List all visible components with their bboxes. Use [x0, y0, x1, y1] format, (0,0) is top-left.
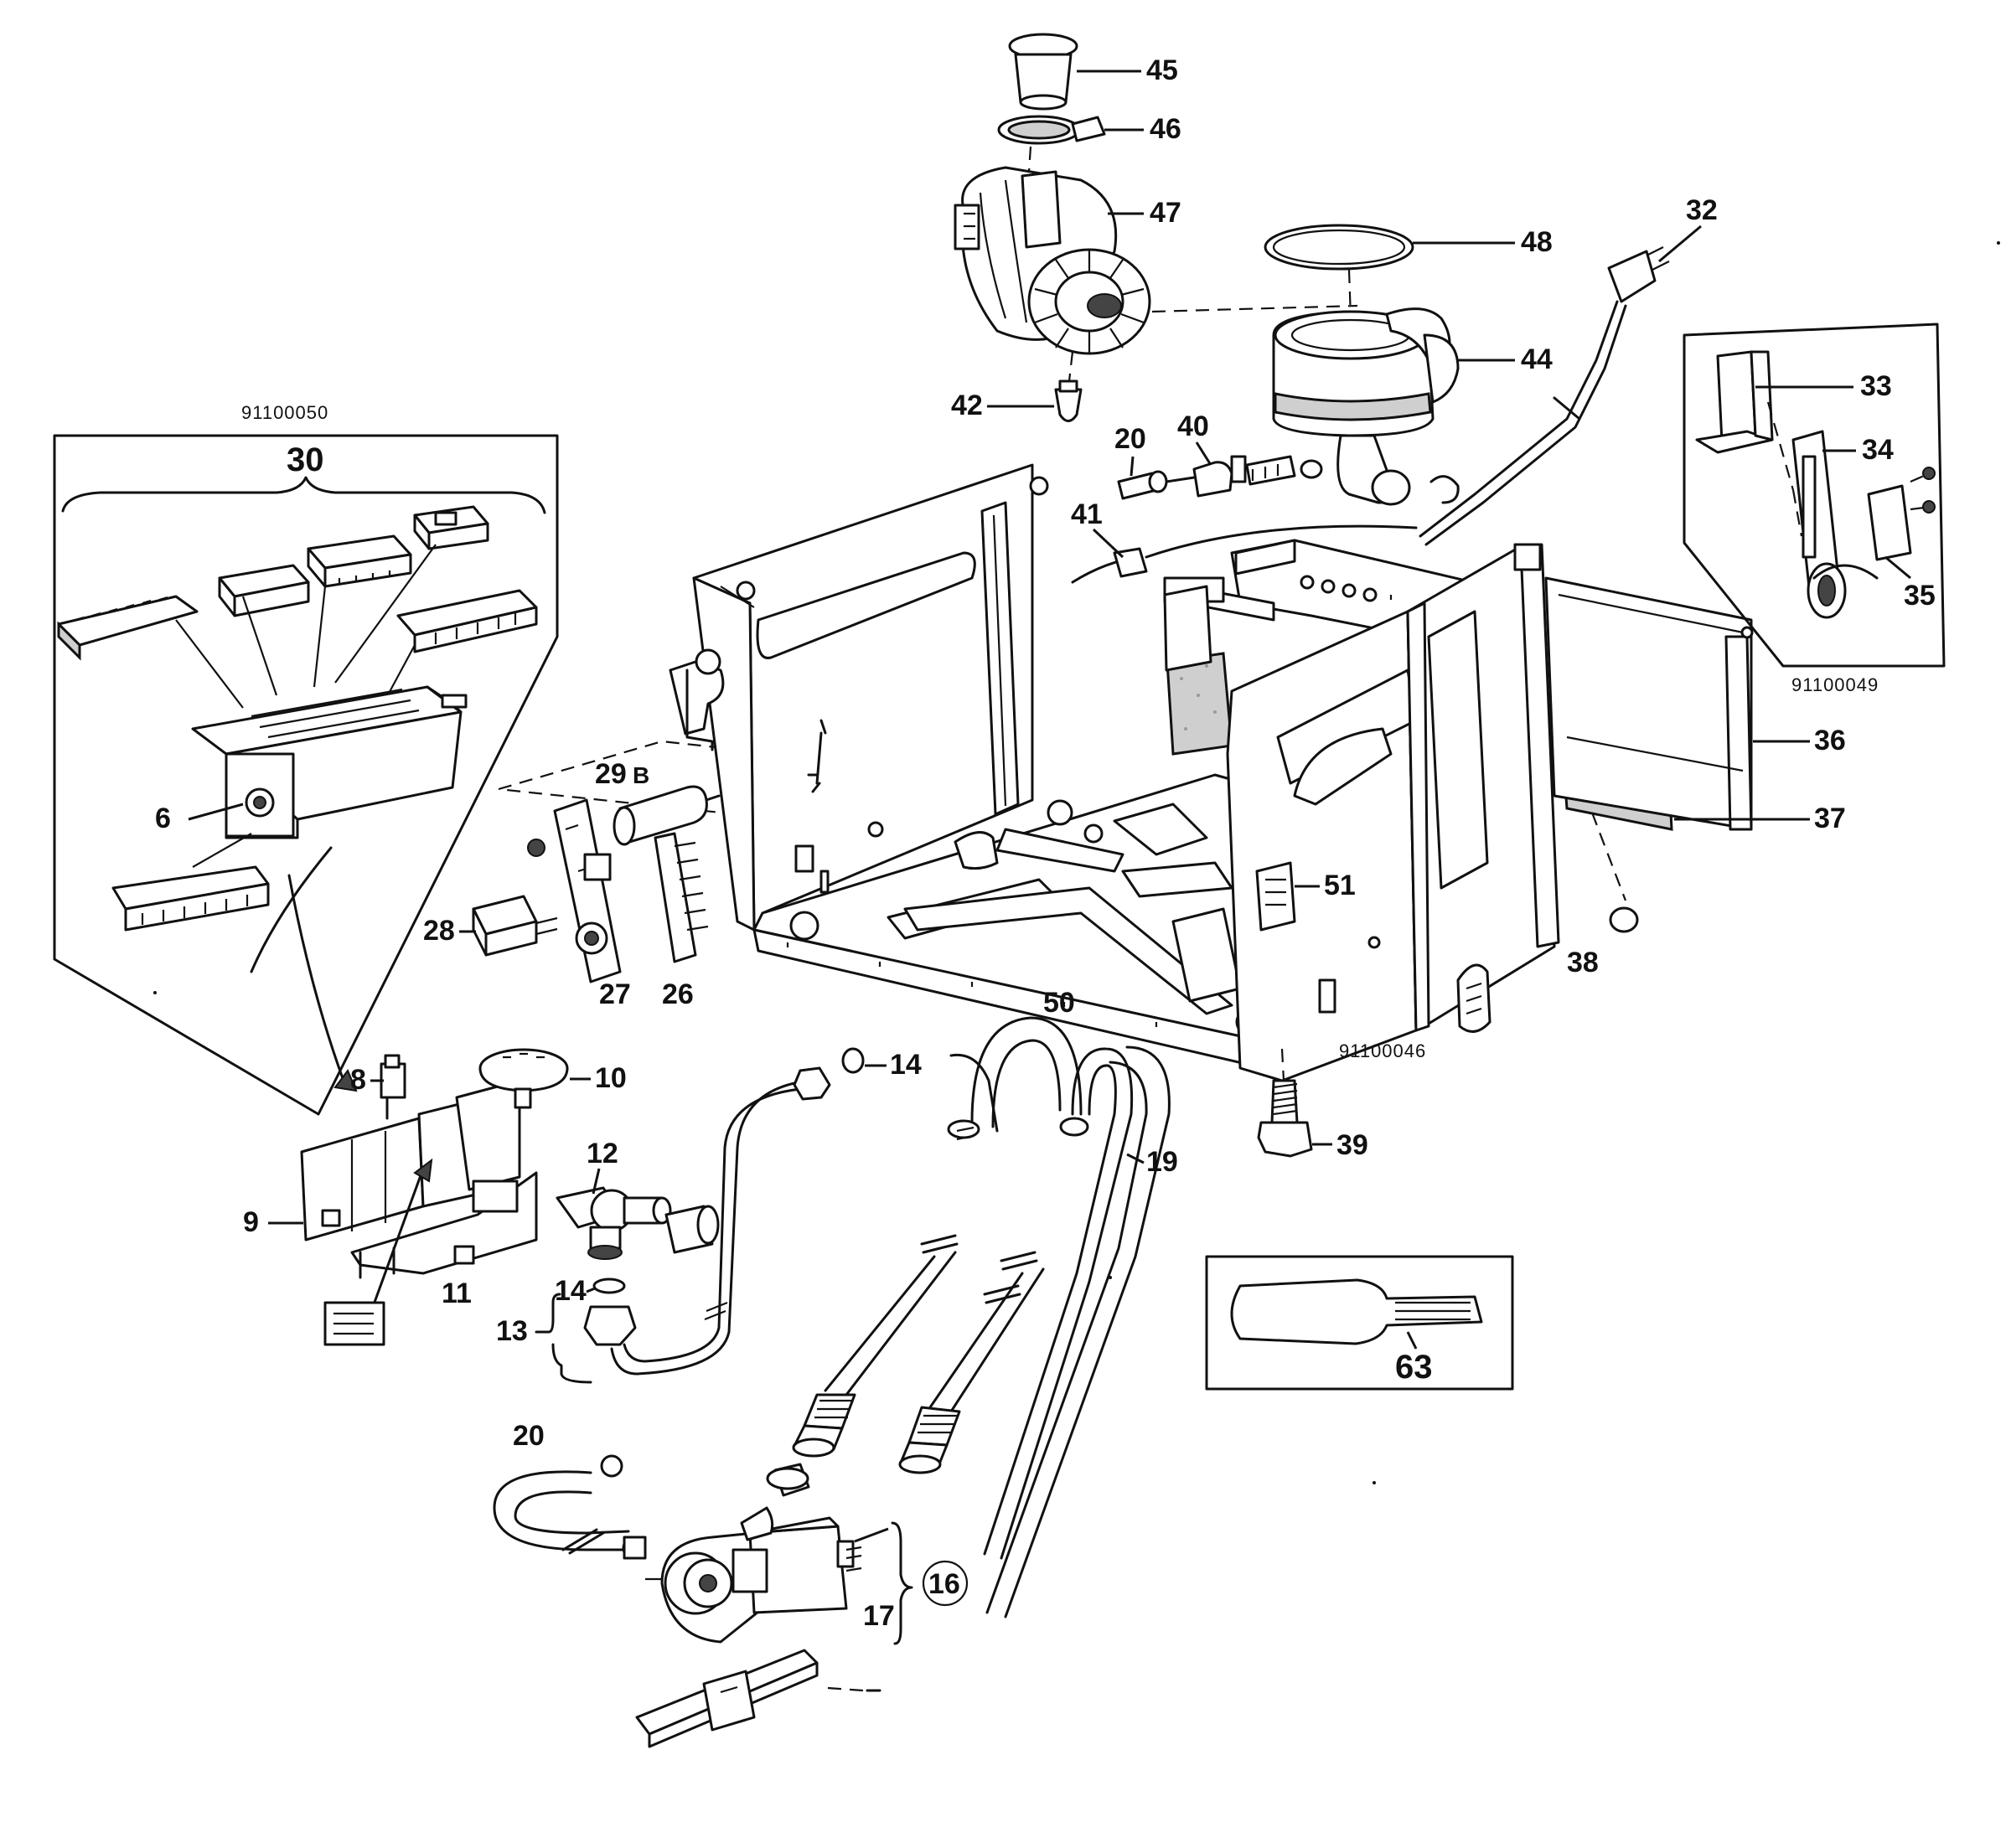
callout-14-upper: 14	[890, 1049, 922, 1081]
callout-37: 37	[1814, 803, 1846, 834]
connector-block-b	[307, 534, 412, 588]
mounting-plate-27	[527, 798, 622, 983]
callout-27: 27	[599, 978, 631, 1010]
control-module	[191, 685, 468, 839]
drain-pump	[493, 1454, 881, 1748]
screw-39	[1257, 1048, 1313, 1158]
callout-32: 32	[1686, 194, 1718, 226]
callout-51: 51	[1324, 870, 1356, 901]
callout-34: 34	[1862, 434, 1894, 466]
callout-41: 41	[1071, 498, 1103, 530]
connector-strip-left	[57, 595, 199, 661]
callout-19: 19	[1146, 1146, 1178, 1178]
callout-6: 6	[155, 803, 171, 834]
speck	[1109, 1276, 1112, 1279]
callout-29-suffix: B	[633, 762, 649, 788]
callout-35: 35	[1904, 580, 1936, 612]
callout-12: 12	[587, 1138, 618, 1169]
callout-28: 28	[423, 915, 455, 947]
capacitor-29	[613, 785, 721, 846]
clip-part	[453, 1245, 475, 1265]
callout-42: 42	[951, 390, 983, 421]
callout-26: 26	[662, 978, 694, 1010]
pressure-switch	[478, 1048, 569, 1109]
speck	[153, 991, 157, 994]
callout-20-lower: 20	[513, 1420, 545, 1452]
foot-38	[1609, 906, 1639, 933]
callout-33: 33	[1860, 370, 1892, 402]
connector-block-c	[413, 505, 489, 550]
callout-44: 44	[1521, 343, 1553, 375]
connector-block-a	[218, 564, 310, 617]
callout-10: 10	[595, 1062, 627, 1094]
callout-63: 63	[1395, 1349, 1433, 1386]
sump-assembly	[1264, 224, 1460, 506]
callout-20-upper: 20	[1114, 423, 1146, 455]
connector-strip-bottom	[111, 865, 270, 932]
assembly-code-electronics: 91100050	[241, 402, 328, 423]
tool-detail-panel	[1205, 1255, 1514, 1391]
callout-38: 38	[1567, 947, 1599, 978]
inlet-valve	[556, 1186, 720, 1260]
callout-47: 47	[1150, 197, 1181, 229]
hose-assembly	[792, 1016, 1171, 1618]
callout-30: 30	[287, 441, 324, 478]
callout-36: 36	[1814, 725, 1846, 756]
callout-14-lower: 14	[555, 1275, 587, 1307]
callout-11: 11	[442, 1278, 472, 1309]
relay-28	[472, 895, 558, 957]
callout-17: 17	[863, 1600, 895, 1632]
callout-16: 16	[928, 1568, 960, 1600]
connector-strip-right	[396, 589, 538, 653]
callout-46: 46	[1150, 113, 1181, 145]
callout-40: 40	[1177, 410, 1209, 442]
speck	[1373, 1481, 1376, 1484]
callout-13: 13	[496, 1315, 528, 1347]
terminal-26	[654, 832, 709, 963]
callout-45: 45	[1146, 54, 1178, 86]
micro-switch	[380, 1054, 406, 1120]
wheel-detail-panel: 91100049	[1683, 323, 1946, 695]
callout-29: 29	[595, 758, 627, 790]
callout-48: 48	[1521, 226, 1553, 258]
assembly-code-wheel: 91100049	[1791, 674, 1879, 695]
bracket-assembly	[300, 1079, 538, 1346]
washer-14	[841, 1047, 865, 1074]
callout-50: 50	[1043, 987, 1075, 1019]
callout-8: 8	[350, 1064, 366, 1096]
electronics-detail-panel: 91100050 30	[53, 402, 559, 1116]
callout-39: 39	[1336, 1129, 1368, 1161]
main-frame	[669, 463, 1754, 1082]
speck	[1997, 241, 2000, 245]
callout-9: 9	[243, 1206, 259, 1238]
inlet-hose	[583, 1066, 831, 1376]
circulation-pump	[954, 33, 1151, 422]
assembly-code-frame: 91100046	[1339, 1040, 1426, 1061]
